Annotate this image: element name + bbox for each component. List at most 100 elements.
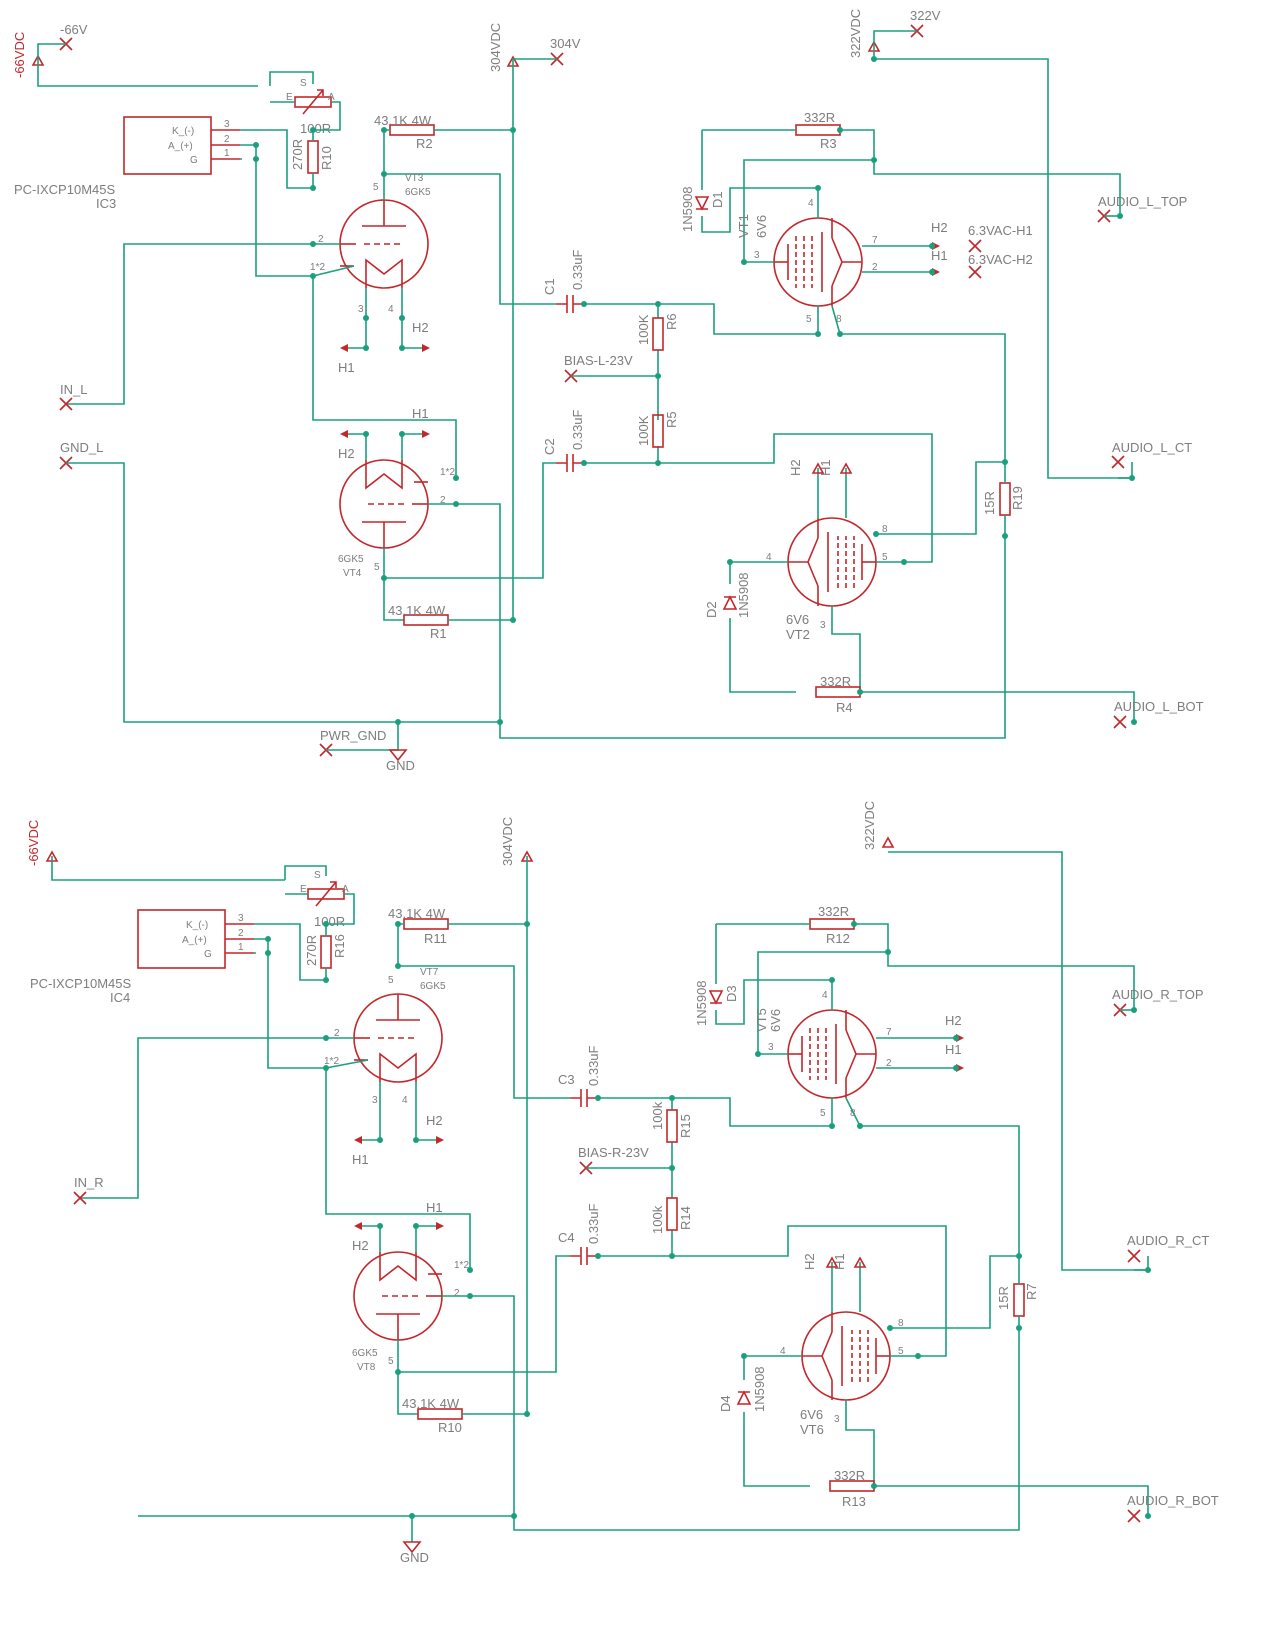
hv2-net-label: 322V [910,8,941,23]
ic3-ref: IC3 [96,196,116,211]
r10-ref: R10 [319,146,334,170]
ic4-pin3: 3 [238,913,244,924]
vt8-ref: VT8 [357,1362,376,1373]
r14-ref: R14 [678,1206,693,1230]
vt2-type: 6V6 [786,612,809,627]
r12-resistor [809,918,855,930]
r-hv2-supply-icon [882,837,894,848]
r15-resistor [666,1109,678,1143]
vt4-h2-label: H2 [338,446,355,461]
vt1-pin3: 3 [754,250,760,261]
vt7-h1-arrow [354,1136,362,1144]
h2-ac-label: 6.3VAC-H2 [968,252,1033,267]
d2-type: 1N5908 [736,572,751,618]
r13-value: 332R [834,1468,865,1483]
ic4-pin-g: G [204,949,212,960]
vt7-h2-label: H2 [426,1113,443,1128]
vt2-pin3: 3 [820,620,826,631]
r2-value: 43.1K 4W [374,113,432,128]
d3-ref: D3 [724,985,739,1002]
r15-ref: R15 [678,1114,693,1138]
vt5-h1-label: H1 [945,1042,962,1057]
vt3-pin2: 2 [318,234,324,245]
ic3-pin-g: G [190,155,198,166]
vt1-pin8: 8 [836,314,842,325]
vt2-pin4: 4 [766,552,772,563]
audio-l-top-label: AUDIO_L_TOP [1098,194,1187,209]
r19-resistor [999,482,1011,516]
vt1-h1-label: H1 [931,248,948,263]
vt4-h1-arrow [422,430,430,438]
ic3-pin-k: K_(-) [172,126,194,137]
vt6-tube [801,1311,891,1401]
vt1-type: 6V6 [754,215,769,238]
d4-ref: D4 [718,1395,733,1412]
vt7-pin3: 3 [372,1095,378,1106]
left-channel: -66VDC -66V 304VDC 304V 322VDC 322V K_(-… [12,8,1204,773]
vt1-pin4: 4 [808,198,814,209]
vt4-ref: VT4 [343,568,362,579]
vt5-tube [787,1009,877,1099]
r19-ref: R19 [1010,486,1025,510]
audio-r-ct-label: AUDIO_R_CT [1127,1233,1209,1248]
r1-ref: R1 [430,626,447,641]
r7-ref: R7 [1024,1283,1039,1300]
d2-ref: D2 [704,601,719,618]
c3-value: 0.33uF [586,1045,601,1086]
h2-ac-marker [968,265,982,279]
r12-value: 332R [818,904,849,919]
vt6-pin5: 5 [898,1346,904,1357]
r5-ref: R5 [664,411,679,428]
vt4-pin2: 2 [440,495,446,506]
vt7-h2-arrow [436,1136,444,1144]
r15-value: 100k [650,1101,665,1130]
vt4-type: 6GK5 [338,554,364,565]
vt3-ref: VT3 [405,173,424,184]
neg-net-label: -66V [60,22,88,37]
r2-ref: R2 [416,136,433,151]
c3-cap [569,1088,599,1108]
r16-ref: R16 [332,934,347,958]
r-pot-value: 100R [314,914,345,929]
vt4-pin1: 1*2 [440,467,455,478]
c3-ref: C3 [558,1072,575,1087]
vt8-h2-arrow [354,1222,362,1230]
d3-type: 1N5908 [694,980,709,1026]
r6-resistor [652,317,664,351]
ic3-pin2: 2 [224,134,230,145]
r6-ref: R6 [664,313,679,330]
vt5-pin3: 3 [768,1042,774,1053]
vt5-pin5: 5 [820,1108,826,1119]
vt3-pin3: 3 [358,304,364,315]
r7-resistor [1013,1283,1025,1317]
vt7-h1-label: H1 [352,1152,369,1167]
r10-resistor [307,140,319,174]
pwr-gnd-label: PWR_GND [320,728,386,743]
hv-supply-label: 304VDC [488,23,503,72]
bias-r-label: BIAS-R-23V [578,1145,649,1160]
vt7-ref: VT7 [420,967,439,978]
d2-diode [723,596,737,610]
r19-value: 15R [982,491,997,515]
c2-cap [555,453,585,473]
r16-value: 270R [304,935,319,966]
vt2-h2-label: H2 [788,459,803,476]
vt2-ref: VT2 [786,627,810,642]
d3-diode [709,990,723,1004]
ic4-ref: IC4 [110,990,130,1005]
right-channel: -66VDC 304VDC 322VDC K_(-) A_(+) G 3 2 1… [26,801,1219,1565]
audio-l-ct-marker [1111,455,1125,469]
in-r-label: IN_R [74,1175,104,1190]
r13-ref: R13 [842,1494,866,1509]
vt1-tube [773,217,863,307]
gnd-label-r: GND [400,1550,429,1565]
r-pot-s-label: S [314,870,321,881]
pot-r9 [294,89,332,115]
c2-value: 0.33uF [570,409,585,450]
r7-value: 15R [996,1286,1011,1310]
c4-ref: C4 [558,1230,575,1245]
vt5-pin4: 4 [822,990,828,1001]
r14-value: 100k [650,1205,665,1234]
r4-ref: R4 [836,700,853,715]
h1-arrow [340,344,348,352]
